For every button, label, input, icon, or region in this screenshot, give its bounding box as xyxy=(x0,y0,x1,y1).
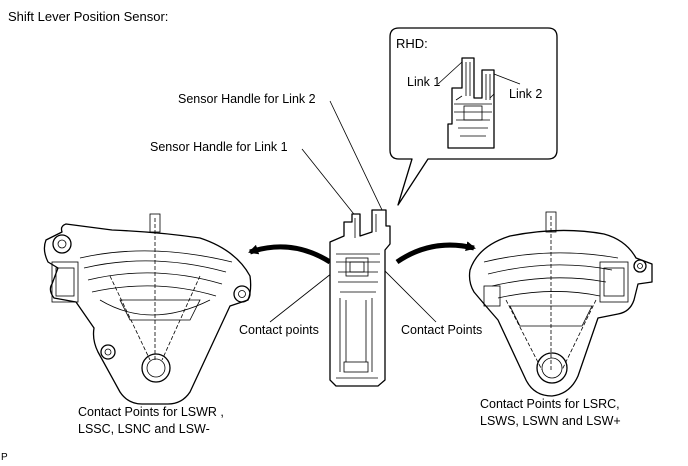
arrow-left xyxy=(248,244,332,265)
label-link2: Link 2 xyxy=(509,87,543,101)
label-sensor-handle-link2: Sensor Handle for Link 2 xyxy=(178,92,316,106)
callout-leaders xyxy=(269,100,437,323)
arrow-right xyxy=(395,241,476,265)
figure-code: P xyxy=(1,452,8,463)
label-contact-points-right: Contact Points xyxy=(401,323,483,337)
rhd-detail-drawing xyxy=(437,57,521,149)
left-sensor-drawing xyxy=(43,213,252,405)
center-sensor-drawing xyxy=(329,209,391,387)
caption-right: Contact Points for LSRC, LSWS, LSWN and … xyxy=(480,396,621,430)
label-sensor-handle-link1: Sensor Handle for Link 1 xyxy=(150,140,288,154)
right-sensor-drawing xyxy=(468,211,653,397)
rhd-callout-bubble xyxy=(389,27,558,206)
diagram-title: Shift Lever Position Sensor: xyxy=(8,9,169,24)
caption-left-line1: Contact Points for LSWR , xyxy=(78,405,224,419)
caption-left: Contact Points for LSWR , LSSC, LSNC and… xyxy=(78,404,224,438)
caption-right-line1: Contact Points for LSRC, xyxy=(480,397,620,411)
caption-right-line2: LSWS, LSWN and LSW+ xyxy=(480,414,621,428)
rhd-title: RHD: xyxy=(396,36,428,51)
label-link1: Link 1 xyxy=(407,75,441,89)
label-contact-points-left: Contact points xyxy=(239,323,319,337)
caption-left-line2: LSSC, LSNC and LSW- xyxy=(78,422,210,436)
